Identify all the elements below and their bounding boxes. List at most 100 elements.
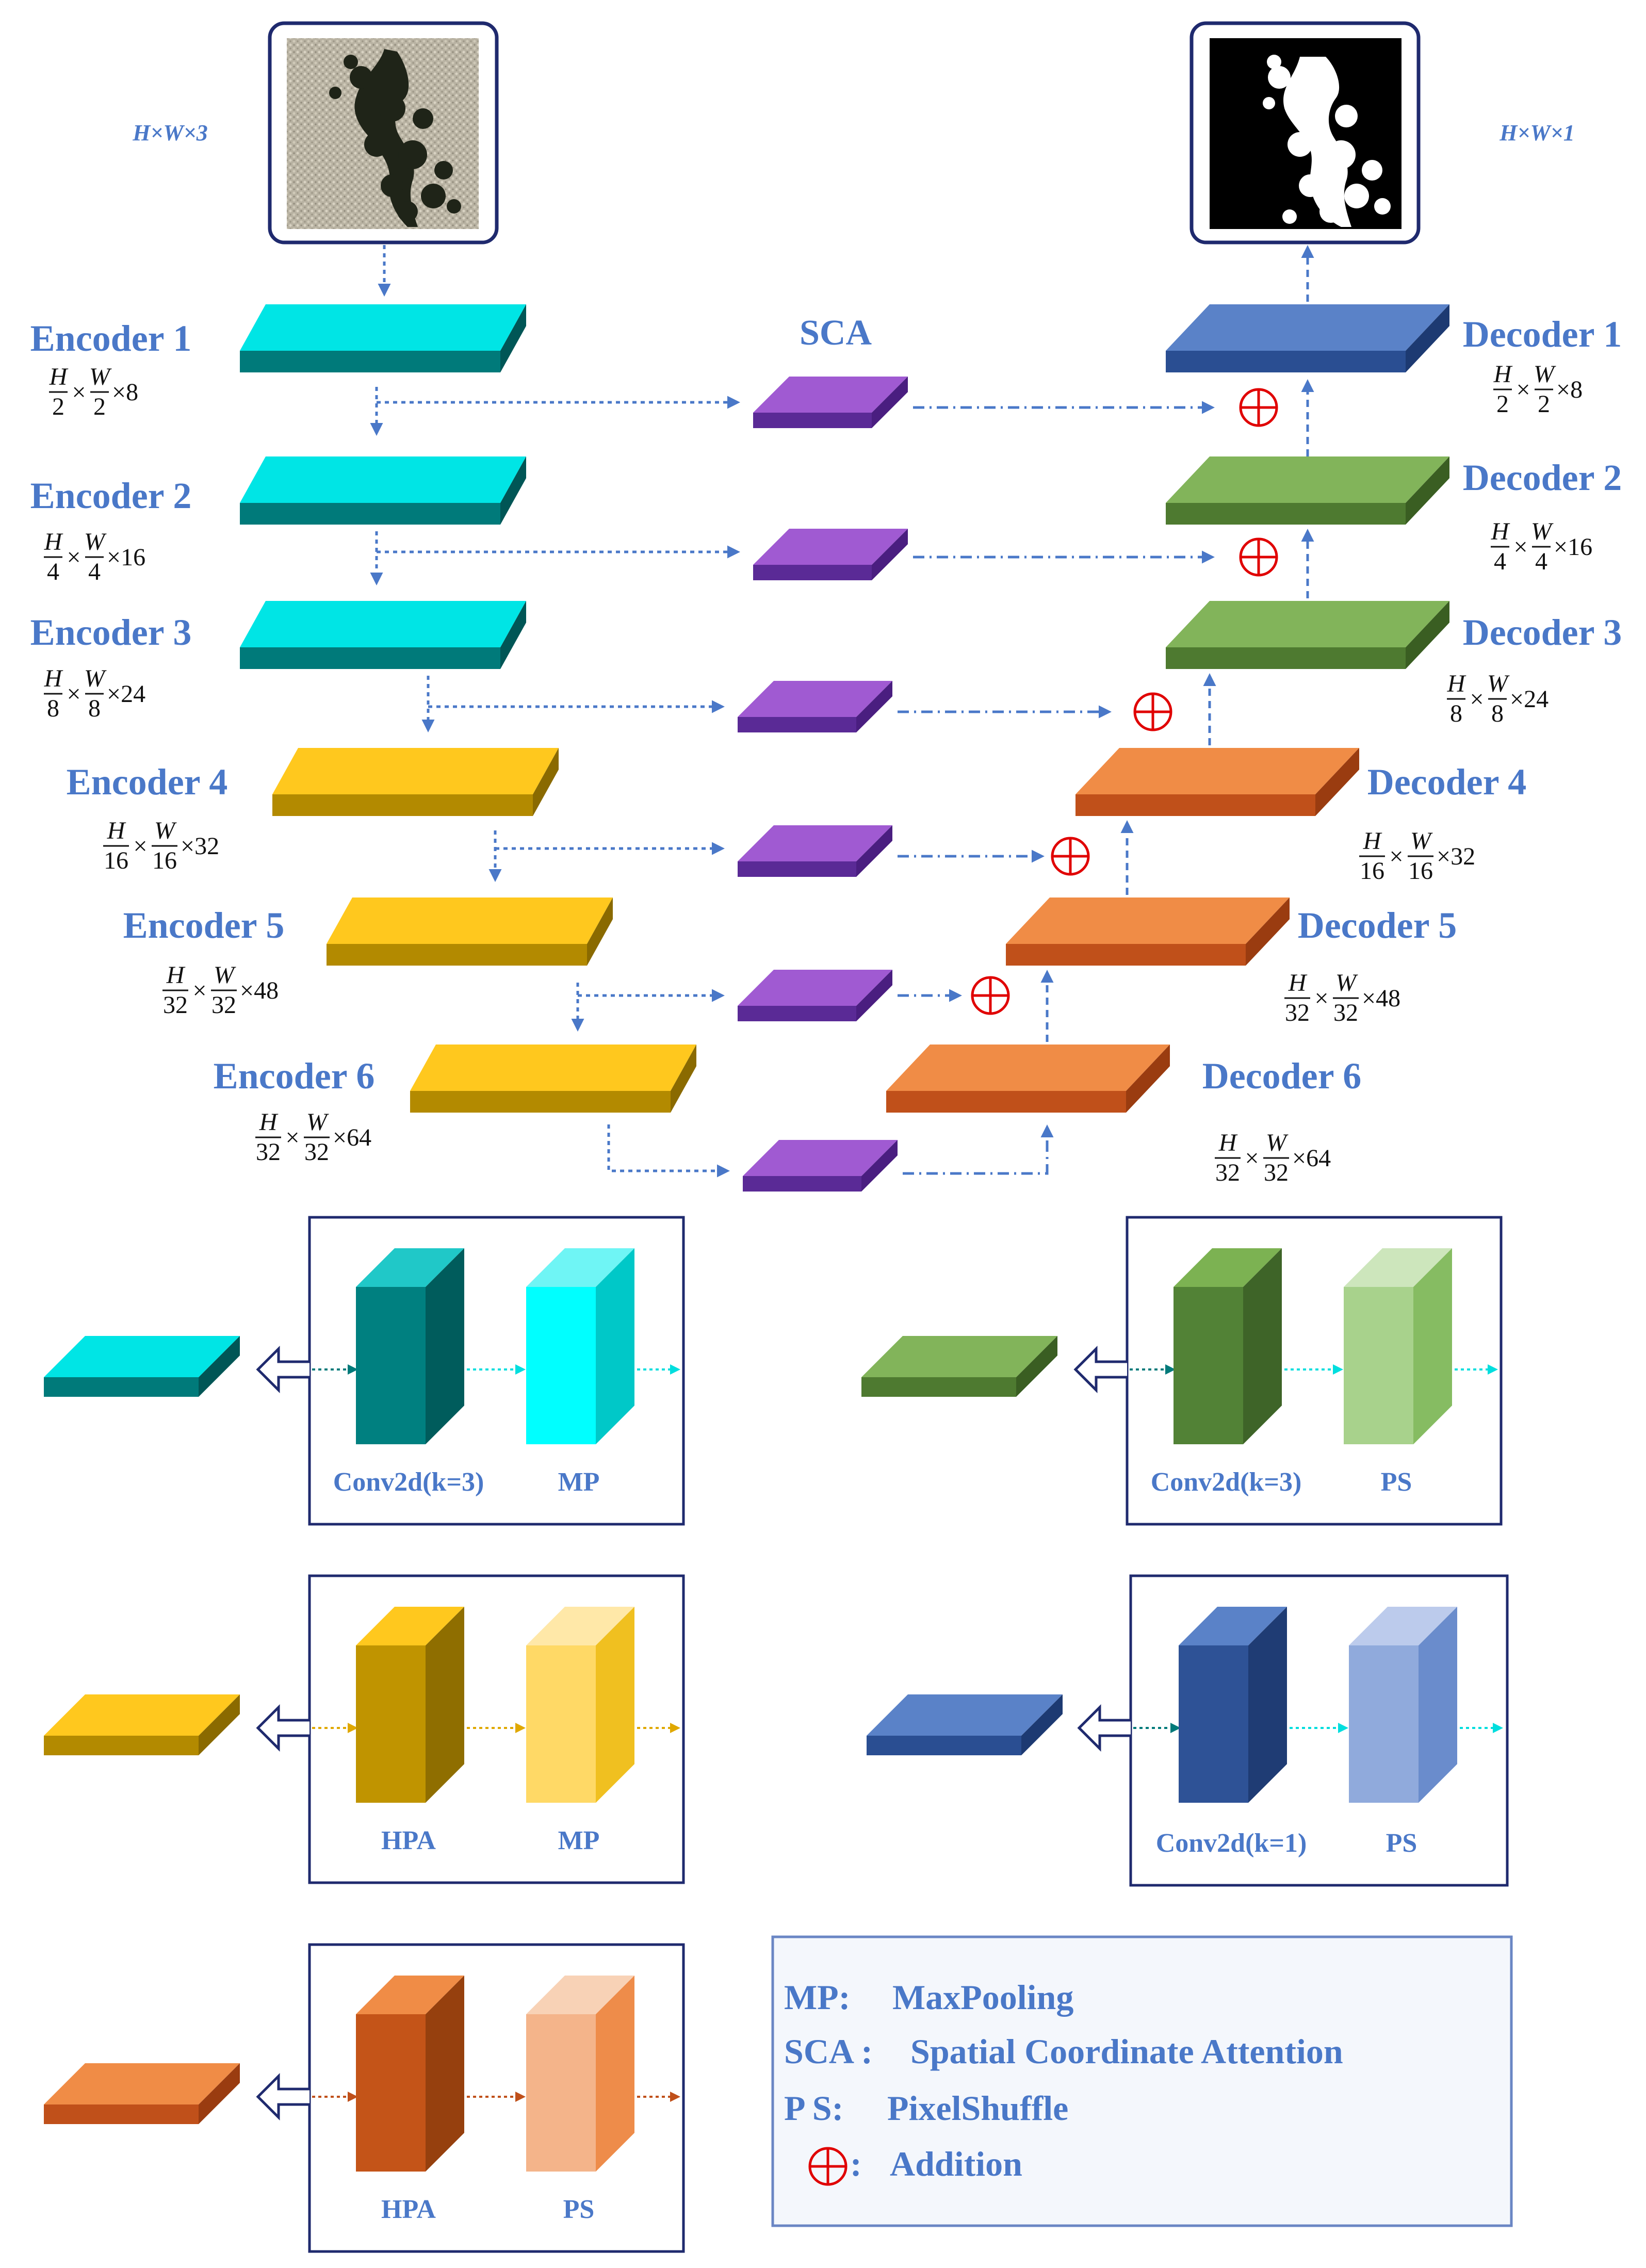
dim-w-denominator: 2 — [93, 393, 106, 420]
dim-times: × — [1389, 843, 1403, 870]
dim-h-denominator: 8 — [47, 695, 59, 722]
dim-h: H — [1288, 969, 1308, 997]
addition-icon — [1239, 537, 1278, 577]
dim-h: H — [1363, 827, 1382, 855]
encoder-6-block — [410, 1045, 696, 1113]
conv-cube — [1179, 1607, 1287, 1803]
panel-label-a: Conv2d(k=3) — [1151, 1467, 1302, 1497]
encoder-3-label: Encoder 3 — [30, 612, 192, 653]
addition-icon — [971, 976, 1010, 1015]
sca-title: SCA — [800, 313, 872, 353]
encoder-2-block — [240, 456, 526, 525]
blue-slab-icon — [867, 1694, 1063, 1755]
dim-channels: ×64 — [333, 1124, 371, 1151]
dim-w: W — [214, 961, 236, 989]
mp-cube — [526, 1248, 634, 1444]
decoder-3-label: Decoder 3 — [1463, 612, 1622, 653]
dim-times: × — [1470, 686, 1484, 713]
dim-h: H — [107, 817, 126, 844]
dim-h-denominator: 2 — [52, 393, 64, 420]
crack-mask-white — [1263, 55, 1391, 227]
dim-w: W — [1531, 518, 1554, 545]
dim-w-denominator: 32 — [304, 1138, 329, 1166]
panel-label-a: HPA — [381, 1826, 436, 1855]
dim-h-denominator: 2 — [1496, 390, 1509, 418]
encoder-6-label: Encoder 6 — [214, 1055, 375, 1097]
decoder-2-block — [1166, 456, 1449, 525]
dim-h-denominator: 32 — [1215, 1159, 1240, 1186]
input-dim-label: H×W×3 — [132, 120, 208, 145]
panel-label-b: PS — [1386, 1829, 1417, 1858]
dim-w: W — [84, 665, 107, 692]
dim-channels: ×24 — [107, 680, 145, 708]
dim-w: W — [1410, 827, 1433, 855]
dim-channels: ×8 — [112, 379, 138, 406]
dim-w-denominator: 32 — [211, 991, 236, 1019]
encoder-1-label: Encoder 1 — [30, 318, 192, 359]
dim-times: × — [67, 680, 80, 708]
encoder-3-dims: H8×W8×24 — [44, 665, 145, 722]
encoder-4-block — [272, 748, 559, 816]
encoder-1-block — [240, 304, 526, 372]
decoder-4-label: Decoder 4 — [1367, 761, 1527, 803]
dim-h: H — [259, 1108, 279, 1136]
decoder-5-dims: H32×W32×48 — [1284, 969, 1400, 1026]
dim-h: H — [44, 665, 63, 692]
panel-orange-decoder: HPA PS — [44, 1943, 685, 2253]
dim-w-denominator: 2 — [1538, 390, 1550, 418]
panel-cyan-encoder: Conv2d(k=3) MP — [44, 1216, 685, 1526]
panel-blue-decoder: Conv2d(k=1) PS — [867, 1574, 1509, 1887]
decoder-6-block — [886, 1045, 1170, 1113]
hpa-cube — [356, 1607, 464, 1803]
encoder-5-dims: H32×W32×48 — [162, 961, 279, 1019]
decoder-5-label: Decoder 5 — [1298, 905, 1457, 946]
decoder-4-block — [1075, 748, 1359, 816]
dim-w-denominator: 32 — [1264, 1159, 1289, 1186]
encoder-2-label: Encoder 2 — [30, 475, 192, 516]
dim-h: H — [1491, 518, 1510, 545]
decoder-3-block — [1166, 601, 1449, 669]
mp-cube — [526, 1607, 634, 1803]
conv-cube — [356, 1248, 464, 1444]
legend-value-ps: PixelShuffle — [887, 2088, 1068, 2128]
dim-h: H — [44, 528, 63, 556]
encoder-1-dims: H2×W2×8 — [49, 363, 138, 420]
decoder-3-dims: H8×W8×24 — [1447, 670, 1549, 727]
panel-label-a: Conv2d(k=1) — [1156, 1829, 1307, 1858]
dim-h-denominator: 4 — [1494, 548, 1506, 575]
panel-label-b: PS — [563, 2195, 595, 2224]
encoder-6-dims: H32×W32×64 — [255, 1108, 371, 1166]
encoder-4-dims: H16×W16×32 — [103, 817, 219, 874]
dim-h-denominator: 32 — [256, 1138, 281, 1166]
panel-label-b: PS — [1381, 1467, 1412, 1497]
sca-block-5 — [738, 970, 892, 1021]
sca-block-6 — [743, 1140, 898, 1192]
yellow-slab-icon — [44, 1694, 240, 1755]
dim-w: W — [1534, 361, 1556, 388]
sca-block-3 — [738, 681, 892, 732]
dim-channels: ×8 — [1556, 376, 1583, 403]
dim-h-denominator: 8 — [1450, 700, 1462, 727]
dim-h: H — [166, 961, 186, 989]
dim-h-denominator: 32 — [1285, 999, 1310, 1026]
dim-times: × — [1513, 533, 1527, 561]
dim-h-denominator: 16 — [1360, 857, 1384, 885]
decoder-2-dims: H4×W4×16 — [1491, 518, 1592, 575]
encoder-5-block — [327, 898, 613, 966]
panel-yellow-encoder: HPA MP — [44, 1574, 685, 1884]
dim-w-denominator: 16 — [152, 847, 177, 874]
dim-w: W — [89, 363, 112, 390]
dim-channels: ×48 — [1362, 985, 1400, 1012]
legend-key-addition: : — [850, 2144, 862, 2183]
decoder-5-block — [1006, 898, 1290, 966]
panel-label-a: Conv2d(k=3) — [333, 1467, 484, 1497]
dim-channels: ×32 — [1437, 843, 1475, 870]
encoder-3-block — [240, 601, 526, 669]
addition-icon — [1051, 837, 1090, 876]
ps-cube — [526, 1976, 634, 2172]
legend-key-sca: SCA : — [784, 2032, 873, 2071]
dim-channels: ×32 — [181, 833, 219, 860]
decoder-1-block — [1166, 304, 1449, 372]
crack-pattern-dark — [329, 49, 461, 227]
decoder-4-dims: H16×W16×32 — [1359, 827, 1475, 885]
